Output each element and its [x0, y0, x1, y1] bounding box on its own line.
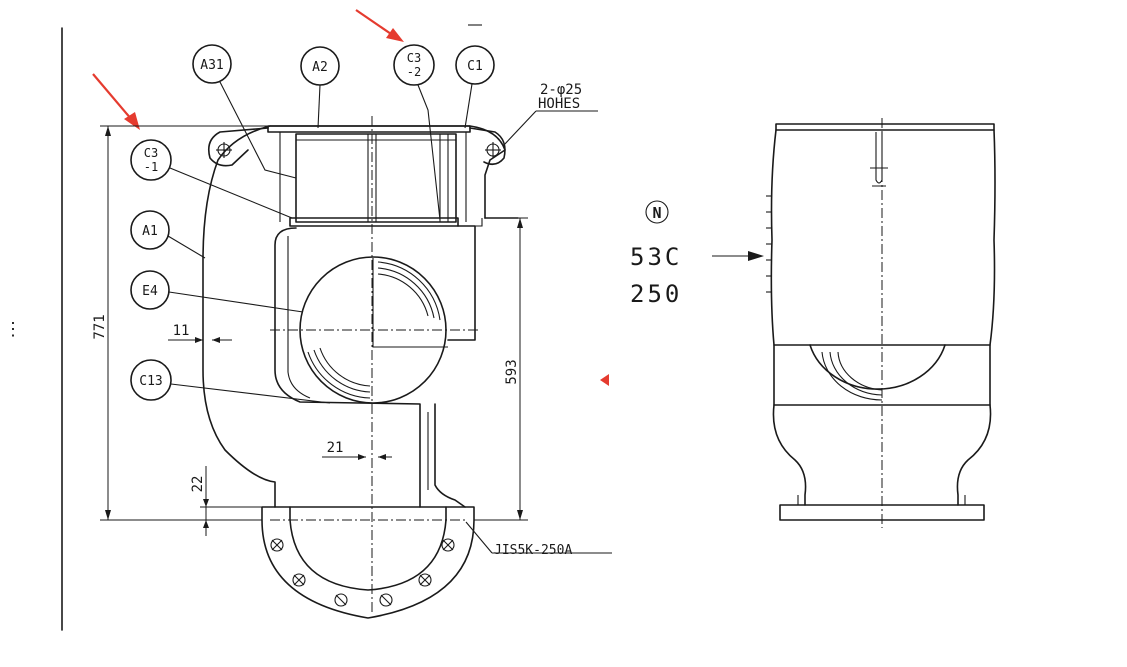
svg-text:A2: A2 [312, 60, 328, 75]
model-size: 250 [630, 280, 682, 308]
ball-shading-lower [307, 347, 371, 399]
callout-c3-1: C3 -1 [130, 139, 293, 219]
flange-spec-note: JIS5K-250A [465, 521, 612, 558]
red-triangle-marker [600, 374, 609, 386]
svg-text:C3: C3 [407, 51, 421, 65]
svg-text:C1: C1 [467, 59, 483, 74]
callout-a31: A31 [192, 44, 297, 179]
side-ball [809, 344, 946, 390]
side-lower-body [772, 404, 992, 506]
right-flange-ear [469, 127, 506, 166]
callout-a1: A1 [130, 210, 206, 259]
side-bottom-flange [779, 504, 985, 521]
red-arrow-marker-top [355, 9, 404, 42]
svg-text:HOHES: HOHES [538, 96, 580, 112]
callout-a2: A2 [300, 46, 340, 129]
ball-shading-upper [377, 261, 441, 321]
svg-text:C3: C3 [144, 146, 158, 160]
svg-text:C13: C13 [139, 374, 162, 389]
svg-text:771: 771 [92, 314, 108, 339]
svg-text:-1: -1 [144, 160, 158, 174]
side-view [766, 118, 996, 528]
top-flange [267, 125, 471, 133]
svg-text:A31: A31 [200, 58, 223, 73]
svg-text:593: 593 [504, 359, 520, 384]
svg-text:21: 21 [327, 440, 344, 456]
designation-block: N 53C 250 [630, 200, 764, 308]
red-arrow-marker-left [92, 73, 140, 130]
outer-body-outline [202, 125, 506, 508]
front-view [202, 116, 519, 619]
side-ellipsis[interactable]: ⋮ [4, 319, 22, 340]
north-symbol-circle [645, 200, 669, 224]
dimension-flange-22: 22 [190, 466, 262, 536]
svg-text:A1: A1 [142, 224, 158, 239]
side-pin-marks [766, 195, 772, 293]
svg-text:2-φ25: 2-φ25 [540, 82, 582, 98]
dimension-wall-21: 21 [322, 440, 392, 460]
left-flange-ear [207, 127, 269, 167]
inner-passage [274, 227, 421, 508]
model-code: 53C [630, 243, 682, 271]
callout-c1: C1 [455, 45, 495, 129]
seat-ring [289, 217, 459, 227]
holes-note: 2-φ25 HOHES [502, 82, 598, 147]
bottom-flange [261, 506, 475, 619]
callout-c3-2: C3 -2 [393, 44, 441, 221]
svg-text:-2: -2 [407, 65, 421, 79]
right-inner-wall [447, 225, 476, 341]
arrow-to-side-view [712, 251, 764, 261]
callout-c13: C13 [130, 359, 331, 404]
svg-text:11: 11 [173, 323, 190, 339]
side-top-stem [870, 132, 888, 187]
side-top-cap [775, 123, 995, 131]
lower-right-wall [434, 403, 466, 508]
svg-text:E4: E4 [142, 284, 158, 299]
svg-text:22: 22 [190, 476, 206, 493]
callout-e4: E4 [130, 270, 304, 313]
dimension-wall-11: 11 [168, 323, 232, 343]
side-upper-body [770, 129, 996, 346]
svg-text:JIS5K-250A: JIS5K-250A [494, 543, 572, 558]
north-symbol: N [652, 204, 661, 222]
bottom-bolt-holes [270, 538, 455, 607]
dimension-overall-height: 771 [92, 125, 268, 521]
bottom-bore [289, 506, 447, 591]
dimension-lower-height: 593 [474, 217, 528, 521]
